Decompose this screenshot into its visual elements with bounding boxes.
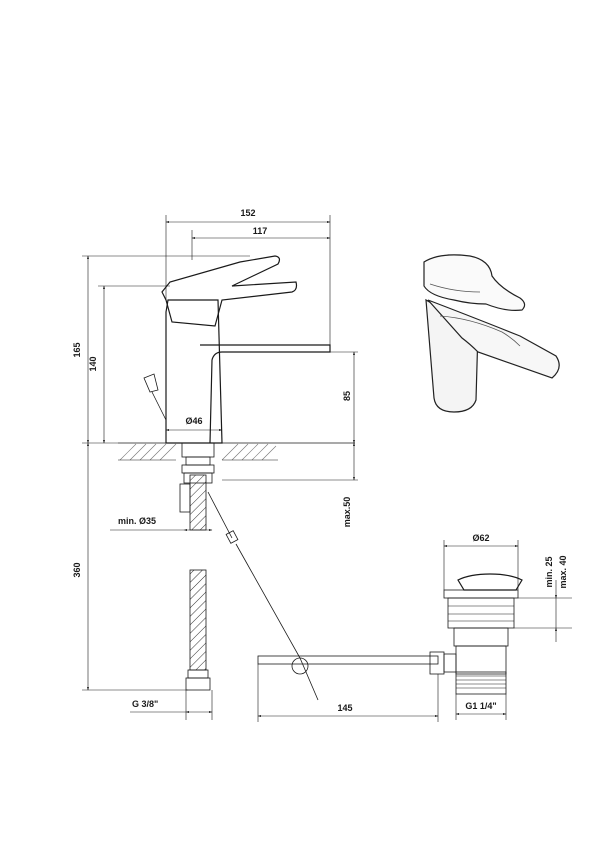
dimensions: 152 117 165 140 85 Ø46 max.50 min. Ø35 3… (72, 208, 572, 722)
dim-total-height: 165 (72, 342, 82, 357)
waste-drain (257, 573, 523, 695)
dim-spout-clearance: 85 (342, 391, 352, 401)
dim-waste-thread: G1 1/4" (465, 701, 496, 711)
dim-total-length: 152 (240, 208, 255, 218)
dim-hose-length: 360 (72, 562, 82, 577)
dim-min-hole: min. Ø35 (118, 516, 156, 526)
dim-rod-length: 145 (337, 703, 352, 713)
faucet-side-view (118, 255, 355, 461)
faucet-render (423, 254, 560, 413)
waste-thread (455, 671, 507, 695)
dim-spout-height: 140 (88, 356, 98, 371)
dim-waste-max: max. 40 (558, 555, 568, 588)
hose-assembly (179, 442, 319, 701)
dim-hose-thread: G 3/8" (132, 699, 158, 709)
dim-spout-length: 117 (253, 226, 268, 236)
dim-max-deck: max.50 (342, 497, 352, 528)
countertop-hatch (118, 443, 278, 461)
dim-waste-min: min. 25 (544, 556, 554, 587)
dim-waste-diameter: Ø62 (472, 533, 489, 543)
dim-body-diameter: Ø46 (185, 416, 202, 426)
